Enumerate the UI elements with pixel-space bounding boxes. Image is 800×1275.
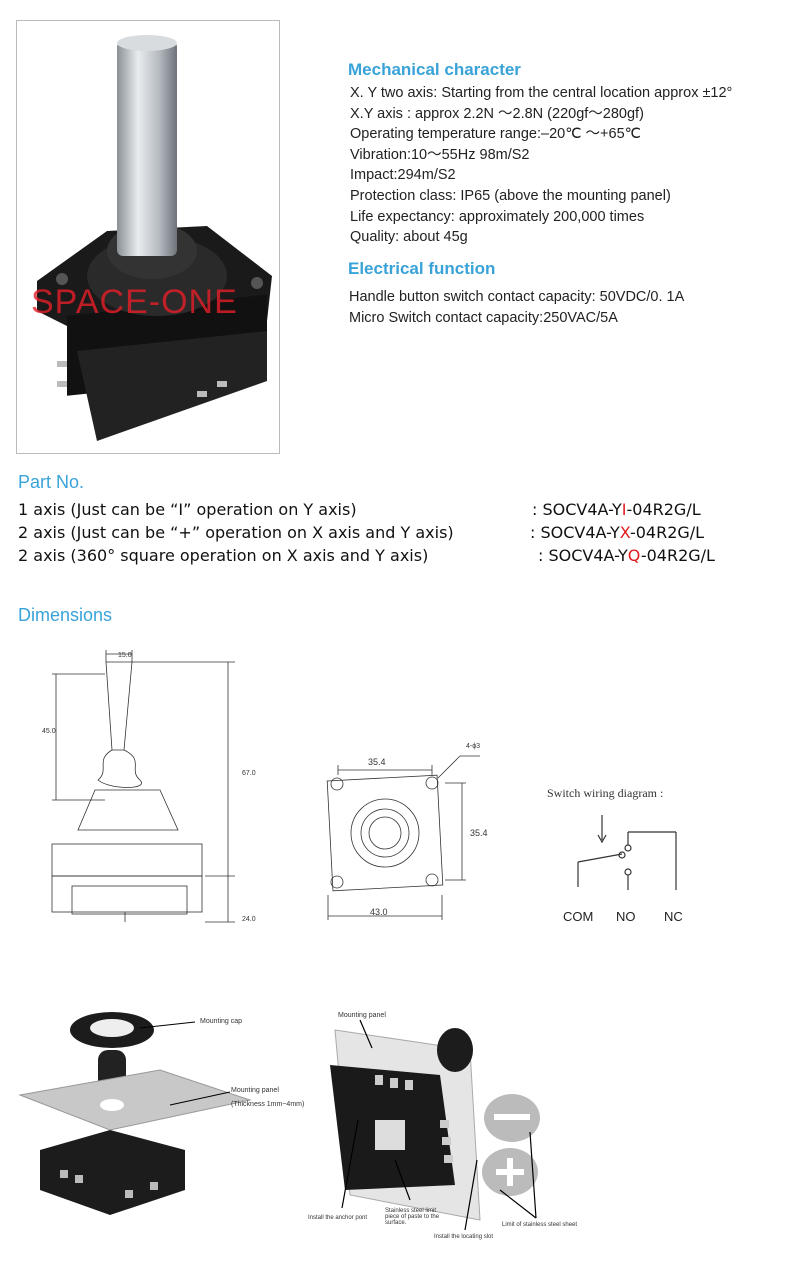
spec-line: Micro Switch contact capacity:250VAC/5A <box>349 310 618 326</box>
code-variant: X <box>619 523 630 542</box>
sep: : <box>538 546 544 565</box>
dim-base: 24.0 <box>242 916 256 923</box>
code-suffix: -04R2G/L <box>640 546 715 565</box>
label-anchor: Install the anchor pont <box>308 1215 368 1221</box>
side-view-drawing <box>51 650 235 923</box>
dim-total: 67.0 <box>242 770 256 777</box>
label-mounting-panel-2: Mounting panel <box>338 1012 386 1019</box>
joystick-photo-image <box>37 35 272 441</box>
label-thickness: (Thickness 1mm~4mm) <box>231 1101 305 1108</box>
dim-width-top: 15.0 <box>118 652 132 659</box>
dim-holes: 4-ϕ3 <box>466 743 481 750</box>
electrical-spec-list: Handle button switch contact capacity: 5… <box>349 287 684 329</box>
wiring-title: Switch wiring diagram : <box>547 786 664 800</box>
dim-top-height: 35.4 <box>470 828 488 838</box>
spec-line: Handle button switch contact capacity: 5… <box>349 289 685 305</box>
label-mounting-cap: Mounting cap <box>200 1018 243 1025</box>
label-limit: Limit of stainless steel sheet <box>502 1222 578 1228</box>
part-desc: 1 axis (Just can be “I” operation on Y a… <box>18 500 357 519</box>
wiring-no: NO <box>616 909 636 924</box>
label-slot: Install the locating slot <box>434 1234 494 1240</box>
wiring-nc: NC <box>664 909 683 924</box>
part-code: : SOCV4A-YQ-04R2G/L <box>538 546 715 565</box>
spec-line: X. Y two axis: Starting from the central… <box>350 85 733 101</box>
code-prefix: SOCV4A-Y <box>542 500 622 519</box>
dimension-drawings <box>51 650 677 923</box>
code-variant: Q <box>627 546 641 565</box>
part-code: : SOCV4A-YX-04R2G/L <box>530 523 704 542</box>
dim-top-bottom: 43.0 <box>370 907 388 917</box>
product-photo: SPACE-ONE <box>16 20 280 454</box>
code-suffix: -04R2G/L <box>629 523 705 542</box>
code-prefix: SOCV4A-Y <box>540 523 620 542</box>
dim-handle: 45.0 <box>42 728 56 735</box>
dim-top-width: 35.4 <box>368 757 386 767</box>
electrical-heading: Electrical function <box>348 259 496 278</box>
code-variant: I <box>621 500 627 519</box>
sep: : <box>532 500 538 519</box>
wiring-com: COM <box>563 909 594 924</box>
exploded-view-image <box>18 1012 252 1215</box>
code-suffix: -04R2G/L <box>626 500 701 519</box>
spec-line: X.Y axis : approx 2.2N ～2.8N (220gf～280g… <box>350 105 644 122</box>
mechanical-heading: Mechanical character <box>348 60 521 79</box>
spec-line: Life expectancy: approximately 200,000 t… <box>350 208 645 225</box>
label-stainless: Stainless steel limit piece of paste to … <box>385 1208 440 1226</box>
spec-line: Quality: about 45g <box>350 229 468 246</box>
wiring-diagram-drawing <box>577 815 677 890</box>
top-view-drawing <box>326 755 480 920</box>
part-row: 2 axis (360° square operation on X axis … <box>18 546 428 565</box>
assembly-drawings <box>18 1012 540 1231</box>
part-code: : SOCV4A-YI-04R2G/L <box>532 500 701 519</box>
part-row: 2 axis (Just can be “+” operation on X a… <box>18 523 454 542</box>
spec-line: Vibration:10～55Hz 98m/S2 <box>350 146 530 163</box>
code-prefix: SOCV4A-Y <box>548 546 628 565</box>
part-desc: 2 axis (Just can be “+” operation on X a… <box>18 523 454 542</box>
watermark: SPACE-ONE <box>31 283 238 321</box>
mounting-view-image <box>330 1019 540 1231</box>
dimensions-heading: Dimensions <box>18 605 113 625</box>
spec-line: Operating temperature range:–20℃ ～+65℃ <box>350 126 641 143</box>
sep: : <box>530 523 536 542</box>
mechanical-spec-list: X. Y two axis: Starting from the central… <box>350 83 732 248</box>
part-row: 1 axis (Just can be “I” operation on Y a… <box>18 500 357 519</box>
spec-line: Protection class: IP65 (above the mounti… <box>350 187 671 204</box>
label-mounting-panel: Mounting panel <box>231 1087 279 1094</box>
spec-line: Impact:294m/S2 <box>350 167 456 184</box>
part-desc: 2 axis (360° square operation on X axis … <box>18 546 429 565</box>
part-no-heading: Part No. <box>18 472 85 492</box>
